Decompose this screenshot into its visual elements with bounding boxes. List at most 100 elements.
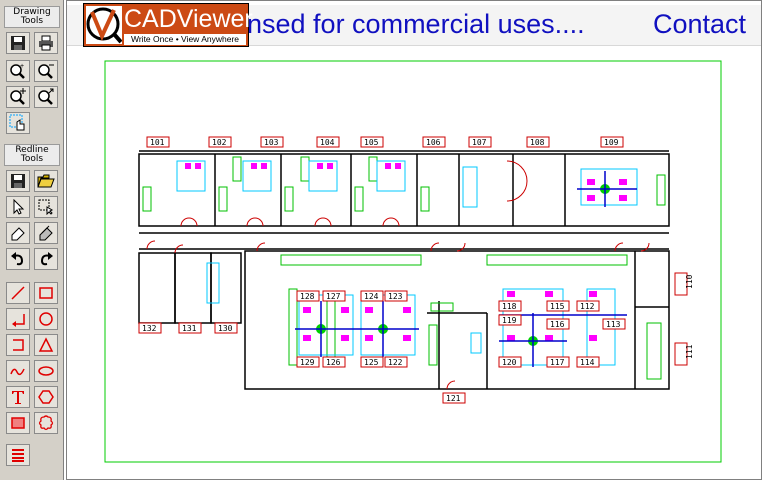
ellipse-tool-button[interactable]	[34, 360, 58, 382]
room-label-106: 106	[426, 138, 441, 147]
hand-pointer-icon	[9, 114, 25, 131]
circle-tool-button[interactable]	[34, 308, 58, 330]
leader-tool-button[interactable]	[6, 308, 30, 330]
left-toolbar: Drawing Tools + Redline Tools	[0, 0, 64, 480]
room-label-125: 125	[364, 358, 379, 367]
workstation-dividers	[295, 171, 637, 367]
undo-icon	[11, 252, 24, 266]
license-banner-text: nsed for commercial uses....	[247, 9, 585, 39]
erase-button[interactable]	[6, 222, 30, 244]
room-label-115: 115	[550, 302, 565, 311]
text-tool-button[interactable]	[6, 386, 30, 408]
redo-icon	[40, 252, 53, 266]
circle-icon	[39, 312, 53, 326]
folder-open-icon	[37, 174, 55, 188]
freehand-icon	[10, 368, 25, 376]
eraser-filled-icon	[39, 225, 53, 241]
open-redline-button[interactable]	[34, 170, 58, 192]
logo-wordmark: CADViewer	[124, 5, 253, 33]
polyline-tool-button[interactable]	[6, 334, 30, 356]
room-label-117: 117	[550, 358, 565, 367]
room-label-121: 121	[446, 394, 461, 403]
floppy-icon	[11, 36, 25, 50]
room-label-123: 123	[388, 292, 403, 301]
line-tool-button[interactable]	[6, 282, 30, 304]
hand-select-button[interactable]	[6, 112, 30, 134]
room-label-113: 113	[606, 320, 621, 329]
room-label-128: 128	[300, 292, 315, 301]
select-button[interactable]	[6, 196, 30, 218]
cadviewer-v-logo-icon	[86, 6, 122, 44]
room-label-103: 103	[264, 138, 279, 147]
room-label-107: 107	[472, 138, 487, 147]
drawing-canvas[interactable]: nsed for commercial uses.... Contact CAD…	[66, 0, 762, 480]
room-label-130: 130	[218, 324, 233, 333]
logo-tagline: Write Once • View Anywhere	[124, 34, 246, 45]
save-redline-button[interactable]	[6, 170, 30, 192]
room-label-132: 132	[142, 324, 157, 333]
freehand-tool-button[interactable]	[6, 360, 30, 382]
arrow-pointer-icon	[13, 199, 25, 215]
walls	[138, 150, 670, 390]
filled-rectangle-icon	[11, 417, 25, 429]
marquee-select-icon	[38, 199, 54, 215]
eraser-icon	[11, 227, 25, 241]
room-label-104: 104	[320, 138, 335, 147]
cadviewer-logo: CADViewer Write Once • View Anywhere	[83, 3, 253, 47]
line-weight-icon	[12, 449, 24, 462]
room-tags	[138, 136, 688, 404]
zoom-in-icon: +	[10, 63, 25, 79]
door-swings	[146, 160, 650, 390]
hexagon-icon	[38, 390, 54, 404]
room-label-131: 131	[182, 324, 197, 333]
room-label-102: 102	[212, 138, 227, 147]
room-label-116: 116	[550, 320, 565, 329]
room-label-112: 112	[580, 302, 595, 311]
room-label-105: 105	[364, 138, 379, 147]
room-label-109: 109	[604, 138, 619, 147]
line-weight-button[interactable]	[6, 444, 30, 466]
ellipse-icon	[38, 366, 54, 376]
filled-rectangle-tool-button[interactable]	[6, 412, 30, 434]
pan-button[interactable]	[6, 86, 30, 108]
zoom-in-button[interactable]: +	[6, 60, 30, 82]
room-label-118: 118	[502, 302, 517, 311]
polyline-icon	[13, 339, 24, 351]
zoom-out-icon	[38, 64, 54, 79]
cloud-tool-button[interactable]	[34, 412, 58, 434]
floppy-icon	[11, 174, 25, 188]
room-label-127: 127	[326, 292, 341, 301]
room-numbers: 101 102 103 104 105 106 107 108 109 110 …	[142, 138, 694, 403]
polygon-tool-button[interactable]	[34, 386, 58, 408]
floor-plan-drawing: 101 102 103 104 105 106 107 108 109 110 …	[104, 60, 722, 463]
room-label-114: 114	[580, 358, 595, 367]
room-label-120: 120	[502, 358, 517, 367]
room-label-122: 122	[388, 358, 403, 367]
room-label-129: 129	[300, 358, 315, 367]
room-label-108: 108	[530, 138, 545, 147]
furniture-cyan	[176, 160, 638, 366]
room-label-110: 110	[685, 274, 694, 289]
leader-arrow-icon	[12, 314, 25, 327]
zoom-out-button[interactable]	[34, 60, 58, 82]
svg-text:+: +	[20, 63, 24, 70]
room-label-119: 119	[502, 316, 517, 325]
room-label-124: 124	[364, 292, 379, 301]
room-label-126: 126	[326, 358, 341, 367]
triangle-icon	[38, 337, 54, 352]
contact-link[interactable]: Contact	[653, 9, 747, 39]
triangle-tool-button[interactable]	[34, 334, 58, 356]
room-label-101: 101	[150, 138, 165, 147]
redo-button[interactable]	[34, 248, 58, 270]
zoom-extents-icon	[38, 88, 54, 105]
save-drawing-button[interactable]	[6, 32, 30, 54]
area-select-button[interactable]	[34, 196, 58, 218]
room-label-111: 111	[685, 344, 694, 359]
print-button[interactable]	[34, 32, 58, 54]
text-t-icon	[12, 391, 24, 404]
zoom-extents-button[interactable]	[34, 86, 58, 108]
undo-button[interactable]	[6, 248, 30, 270]
rectangle-tool-button[interactable]	[34, 282, 58, 304]
erase-all-button[interactable]	[34, 222, 58, 244]
rectangle-icon	[39, 287, 53, 299]
